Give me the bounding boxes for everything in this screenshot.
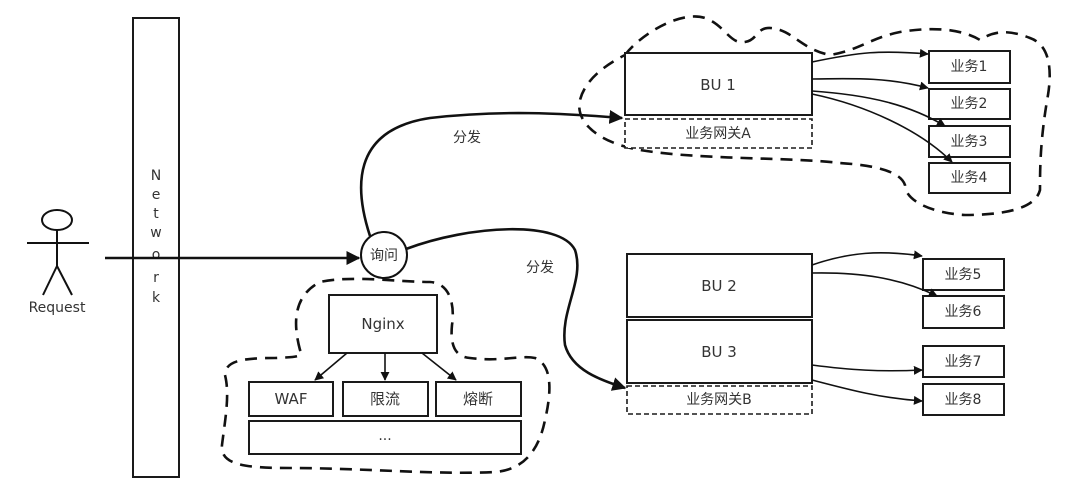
service-label: 业务3 [951,134,988,150]
bu1-box: BU 1 [624,52,813,116]
waf-label: WAF [275,390,308,408]
dispatch-edge-bottom [405,227,627,391]
nginx-box: Nginx [328,294,438,354]
service-6-box: 业务6 [922,295,1005,329]
circuit-breaker-label: 熔断 [463,390,493,408]
service-label: 业务1 [951,59,988,75]
router-node: 询问 [360,231,408,279]
nginx-to-waf-edge [314,352,348,381]
bu1-to-service-2-edge [811,77,929,91]
router-label: 询问 [370,248,398,264]
bu2-box: BU 2 [626,253,813,318]
dispatch-edge-top [359,110,624,237]
network-box: N e t w o r k [132,17,180,478]
bu2-to-service-6-edge [811,272,938,297]
bu1-to-service-1-edge [811,48,929,63]
nginx-label: Nginx [361,315,404,333]
rate-limit-label: 限流 [370,390,400,408]
actor-leg-right [56,265,73,296]
rate-limit-box: 限流 [342,381,429,417]
bu2-to-service-5-edge [811,250,923,266]
service-5-box: 业务5 [922,258,1005,291]
bu2-label: BU 2 [701,277,737,295]
nginx-group-cloud [220,277,551,475]
more-modules-box: ... [248,420,522,455]
bu1-to-service-3-edge [811,90,946,127]
network-letter: r [153,270,159,286]
service-7-box: 业务7 [922,345,1005,378]
service-label: 业务6 [945,304,982,320]
bu3-label: BU 3 [701,343,737,361]
service-label: 业务4 [951,170,988,186]
actor-label: Request [29,300,86,316]
service-4-box: 业务4 [928,162,1011,194]
gateway-b-box: 业务网关B [626,385,813,415]
nginx-to-breaker-edge [421,352,457,381]
service-8-box: 业务8 [922,383,1005,416]
service-2-box: 业务2 [928,88,1011,120]
waf-box: WAF [248,381,334,417]
bu3-to-service-7-edge [811,364,923,375]
gateway-a-box: 业务网关A [624,118,813,149]
service-1-box: 业务1 [928,50,1011,84]
actor-leg-left [42,265,58,296]
bu3-box: BU 3 [626,319,813,384]
actor-head-icon [41,209,73,231]
service-label: 业务8 [945,392,982,408]
service-3-box: 业务3 [928,125,1011,158]
network-letter: k [152,290,161,306]
service-label: 业务7 [945,354,982,370]
circuit-breaker-box: 熔断 [435,381,522,417]
dispatch-label-top: 分发 [453,130,481,146]
service-label: 业务2 [951,96,988,112]
more-modules-label: ... [378,428,391,444]
bu1-label: BU 1 [700,76,736,94]
network-letter: o [152,247,161,263]
network-letter: e [152,187,161,203]
gateway-b-label: 业务网关B [686,392,752,408]
dispatch-label-bottom: 分发 [526,260,554,276]
gateway-a-label: 业务网关A [685,126,751,142]
bu1-group-cloud [577,15,1051,217]
service-label: 业务5 [945,267,982,283]
network-letter: N [151,168,161,184]
network-letter: w [150,225,161,241]
request-actor: Request [27,209,89,316]
bu3-to-service-8-edge [811,379,923,405]
bu1-to-service-4-edge [811,93,953,163]
network-letter: t [153,206,159,222]
